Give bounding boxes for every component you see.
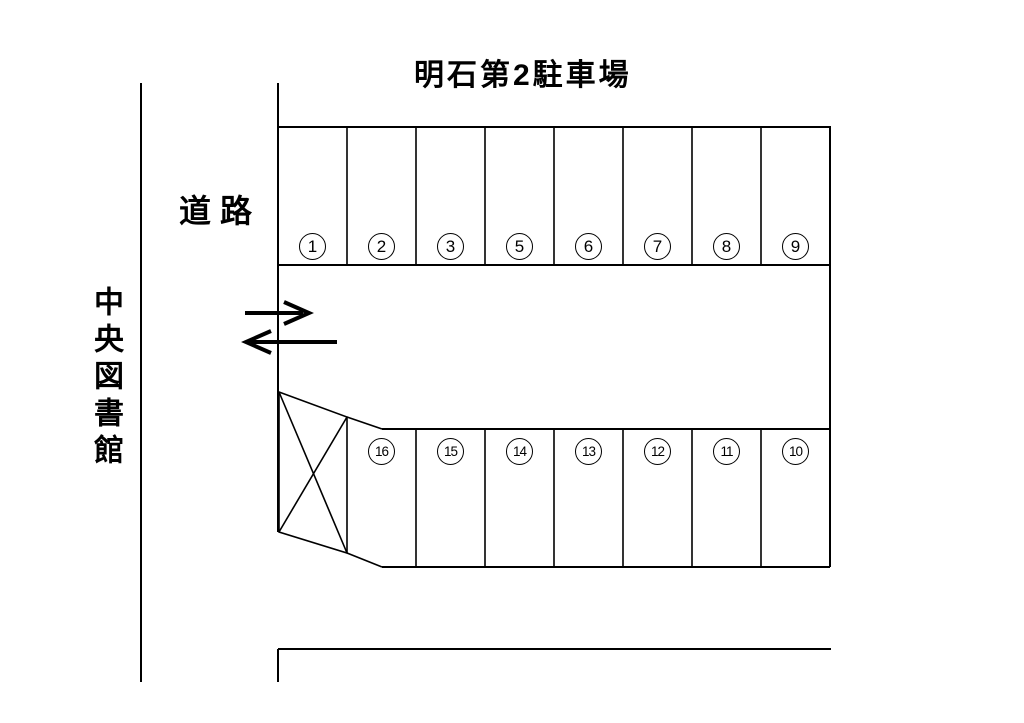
space-number-13: 13 xyxy=(575,438,602,465)
space-number-16: 16 xyxy=(368,438,395,465)
space-number-15: 15 xyxy=(437,438,464,465)
space-number-9: 9 xyxy=(782,233,809,260)
x-cross-mark xyxy=(278,390,383,568)
space-number-11: 11 xyxy=(713,438,740,465)
top-row-dividers xyxy=(346,127,762,265)
space-number-1: 1 xyxy=(299,233,326,260)
space-number-10: 10 xyxy=(782,438,809,465)
diagram-title: 明石第2駐車場 xyxy=(414,59,632,92)
road-label: 道路 xyxy=(179,193,262,229)
library-label: 中央図書館 xyxy=(89,286,122,471)
bottom-boundary-corner xyxy=(277,648,831,682)
right-arrow-icon xyxy=(245,300,314,326)
left-arrow-icon xyxy=(241,329,337,355)
bottom-row-outline xyxy=(382,428,830,568)
space-number-7: 7 xyxy=(644,233,671,260)
space-number-14: 14 xyxy=(506,438,533,465)
space-number-3: 3 xyxy=(437,233,464,260)
space-number-2: 2 xyxy=(368,233,395,260)
space-number-8: 8 xyxy=(713,233,740,260)
bottom-row-dividers xyxy=(415,429,762,567)
space-number-6: 6 xyxy=(575,233,602,260)
space-number-12: 12 xyxy=(644,438,671,465)
space-number-5: 5 xyxy=(506,233,533,260)
